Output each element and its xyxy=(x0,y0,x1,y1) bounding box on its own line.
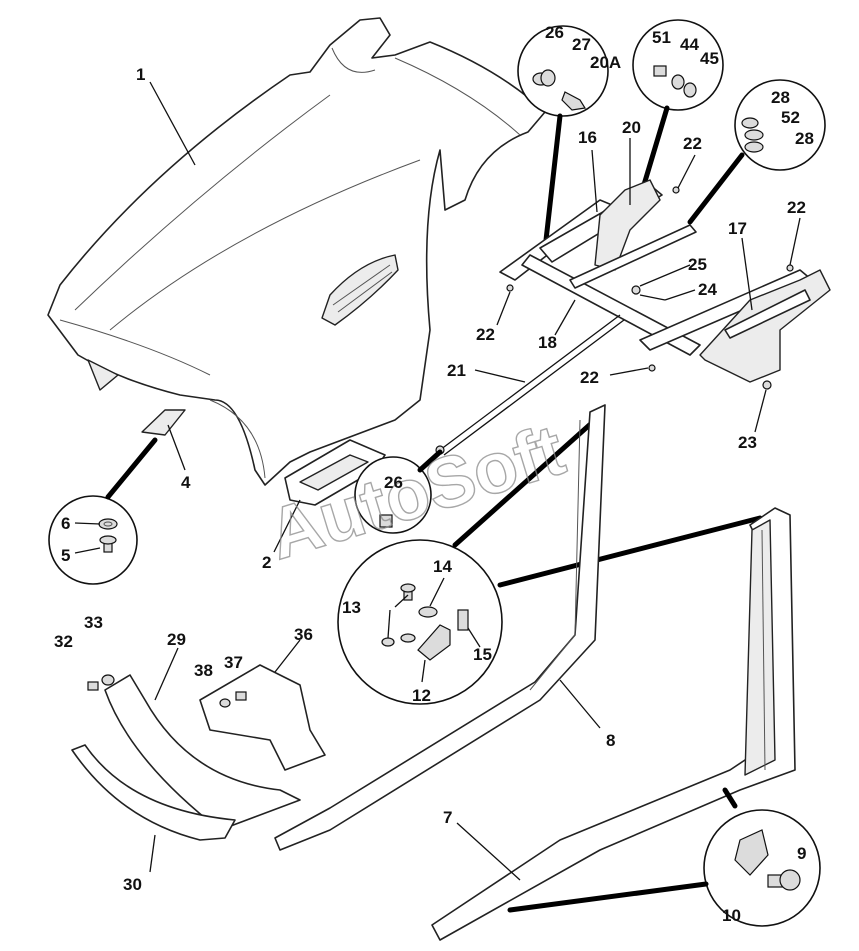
label-24: 24 xyxy=(698,280,717,299)
callout-screw-washer xyxy=(48,495,138,585)
label-44: 44 xyxy=(680,35,699,54)
label-28a: 28 xyxy=(771,88,790,107)
label-18: 18 xyxy=(538,333,557,352)
label-9: 9 xyxy=(797,844,806,863)
latch-handle xyxy=(284,439,386,506)
pointer-line xyxy=(687,152,745,225)
trim-strip-8 xyxy=(274,404,606,851)
label-36: 36 xyxy=(294,625,313,644)
label-12: 12 xyxy=(412,686,431,705)
label-28b: 28 xyxy=(795,129,814,148)
label-5: 5 xyxy=(61,546,70,565)
pointer-line xyxy=(452,417,598,548)
label-13: 13 xyxy=(342,598,361,617)
callout-26-nut xyxy=(354,456,432,534)
label-7: 7 xyxy=(443,808,452,827)
label-8: 8 xyxy=(606,731,615,750)
label-10: 10 xyxy=(722,906,741,925)
pointer-line xyxy=(497,515,763,588)
label-23: 23 xyxy=(738,433,757,452)
pointer-line xyxy=(722,787,738,809)
label-14: 14 xyxy=(433,557,452,576)
callout-28-52-28 xyxy=(734,79,826,171)
pointer-line xyxy=(640,105,670,191)
label-4: 4 xyxy=(181,473,191,492)
label-20: 20 xyxy=(622,118,641,137)
label-26a: 26 xyxy=(545,23,564,42)
label-45: 45 xyxy=(700,49,719,68)
callout-26-27-20a xyxy=(517,25,609,117)
part-labels: 1 2 4 6 5 26 27 20A 51 44 45 28 52 28 16… xyxy=(54,23,814,925)
label-22b: 22 xyxy=(787,198,806,217)
hinge-mechanism xyxy=(435,179,831,456)
small-plate xyxy=(141,409,186,436)
label-32: 32 xyxy=(54,632,73,651)
label-38: 38 xyxy=(194,661,213,680)
label-51: 51 xyxy=(652,28,671,47)
label-1: 1 xyxy=(136,65,145,84)
pointer-line xyxy=(543,113,563,243)
label-2: 2 xyxy=(262,553,271,572)
label-22c: 22 xyxy=(476,325,495,344)
lower-shell-29-30 xyxy=(71,664,326,841)
pointer-line xyxy=(507,881,709,913)
label-16: 16 xyxy=(578,128,597,147)
label-37: 37 xyxy=(224,653,243,672)
label-21: 21 xyxy=(447,361,466,380)
label-6: 6 xyxy=(61,514,70,533)
label-22d: 22 xyxy=(580,368,599,387)
label-22a: 22 xyxy=(683,134,702,153)
label-26b: 26 xyxy=(384,473,403,492)
tonneau-cover xyxy=(47,17,546,486)
leader-lines xyxy=(74,81,801,881)
label-33: 33 xyxy=(84,613,103,632)
label-27: 27 xyxy=(572,35,591,54)
callout-clip-screw xyxy=(703,809,821,927)
label-17: 17 xyxy=(728,219,747,238)
trim-panel-7 xyxy=(431,507,796,941)
callout-51-44-45 xyxy=(632,19,724,111)
callout-bracket-assembly xyxy=(337,539,503,705)
label-29: 29 xyxy=(167,630,186,649)
label-20a: 20A xyxy=(590,53,621,72)
fasteners-lower xyxy=(87,674,247,708)
label-30: 30 xyxy=(123,875,142,894)
label-52: 52 xyxy=(781,108,800,127)
pointer-line xyxy=(417,449,443,473)
label-15: 15 xyxy=(473,645,492,664)
pointer-line xyxy=(105,437,158,500)
label-25: 25 xyxy=(688,255,707,274)
